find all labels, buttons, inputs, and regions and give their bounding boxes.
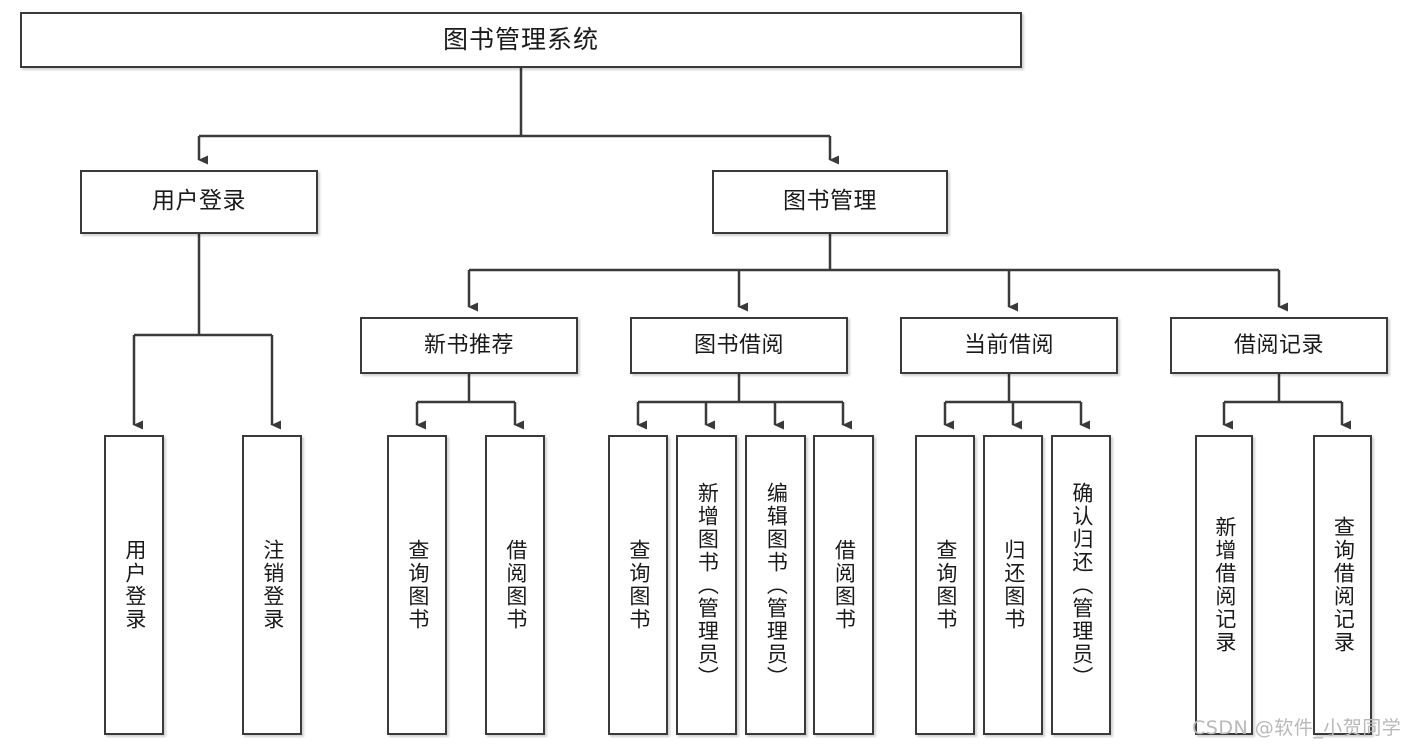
node-leaf-user-login[interactable]: 用户登录 [104,435,164,735]
node-book-borrow-label: 图书借阅 [693,332,784,358]
node-user-login[interactable]: 用户登录 [80,170,318,234]
node-leaf-logout[interactable]: 注销登录 [242,435,302,735]
node-leaf-query-borrow-record[interactable]: 查询借阅记录 [1313,435,1372,735]
node-leaf-query-book-current-label: 查询图书 [933,539,958,631]
node-leaf-query-book-borrow[interactable]: 查询图书 [608,435,668,735]
node-leaf-confirm-return-label: 确认归还（管理员） [1069,481,1094,689]
node-leaf-user-login-label: 用户登录 [122,539,147,631]
node-leaf-query-book-current[interactable]: 查询图书 [915,435,975,735]
node-leaf-add-book-label: 新增图书（管理员） [695,481,720,689]
node-borrow-record[interactable]: 借阅记录 [1170,317,1388,374]
node-leaf-borrow-book[interactable]: 借阅图书 [813,435,874,735]
node-leaf-query-book-recommend-label: 查询图书 [405,539,430,631]
node-leaf-add-book[interactable]: 新增图书（管理员） [676,435,737,735]
node-leaf-query-book-borrow-label: 查询图书 [626,539,651,631]
node-borrow-record-label: 借阅记录 [1233,332,1324,358]
node-leaf-edit-book-label: 编辑图书（管理员） [764,481,789,689]
node-root-system[interactable]: 图书管理系统 [20,12,1022,68]
node-leaf-query-borrow-record-label: 查询借阅记录 [1331,516,1356,654]
node-leaf-return-book-label: 归还图书 [1001,539,1026,631]
node-leaf-borrow-book-recommend[interactable]: 借阅图书 [485,435,545,735]
node-leaf-return-book[interactable]: 归还图书 [983,435,1043,735]
node-current-borrow-label: 当前借阅 [963,332,1054,358]
node-leaf-edit-book[interactable]: 编辑图书（管理员） [745,435,806,735]
node-leaf-add-borrow-record-label: 新增借阅记录 [1212,516,1237,654]
node-user-login-label: 用户登录 [152,188,246,215]
node-leaf-add-borrow-record[interactable]: 新增借阅记录 [1195,435,1253,735]
node-leaf-borrow-book-recommend-label: 借阅图书 [503,539,528,631]
node-new-book-recommend[interactable]: 新书推荐 [360,317,578,374]
node-leaf-confirm-return[interactable]: 确认归还（管理员） [1051,435,1111,735]
node-current-borrow[interactable]: 当前借阅 [900,317,1118,374]
node-leaf-query-book-recommend[interactable]: 查询图书 [387,435,447,735]
node-leaf-logout-label: 注销登录 [260,539,285,631]
watermark-text: CSDN @软件_小贺同学 [1192,717,1402,739]
node-book-management-label: 图书管理 [783,188,877,215]
node-book-borrow[interactable]: 图书借阅 [630,317,848,374]
node-root-system-label: 图书管理系统 [442,25,599,55]
node-leaf-borrow-book-label: 借阅图书 [832,539,857,631]
node-new-book-recommend-label: 新书推荐 [423,332,514,358]
node-book-management[interactable]: 图书管理 [712,170,948,234]
